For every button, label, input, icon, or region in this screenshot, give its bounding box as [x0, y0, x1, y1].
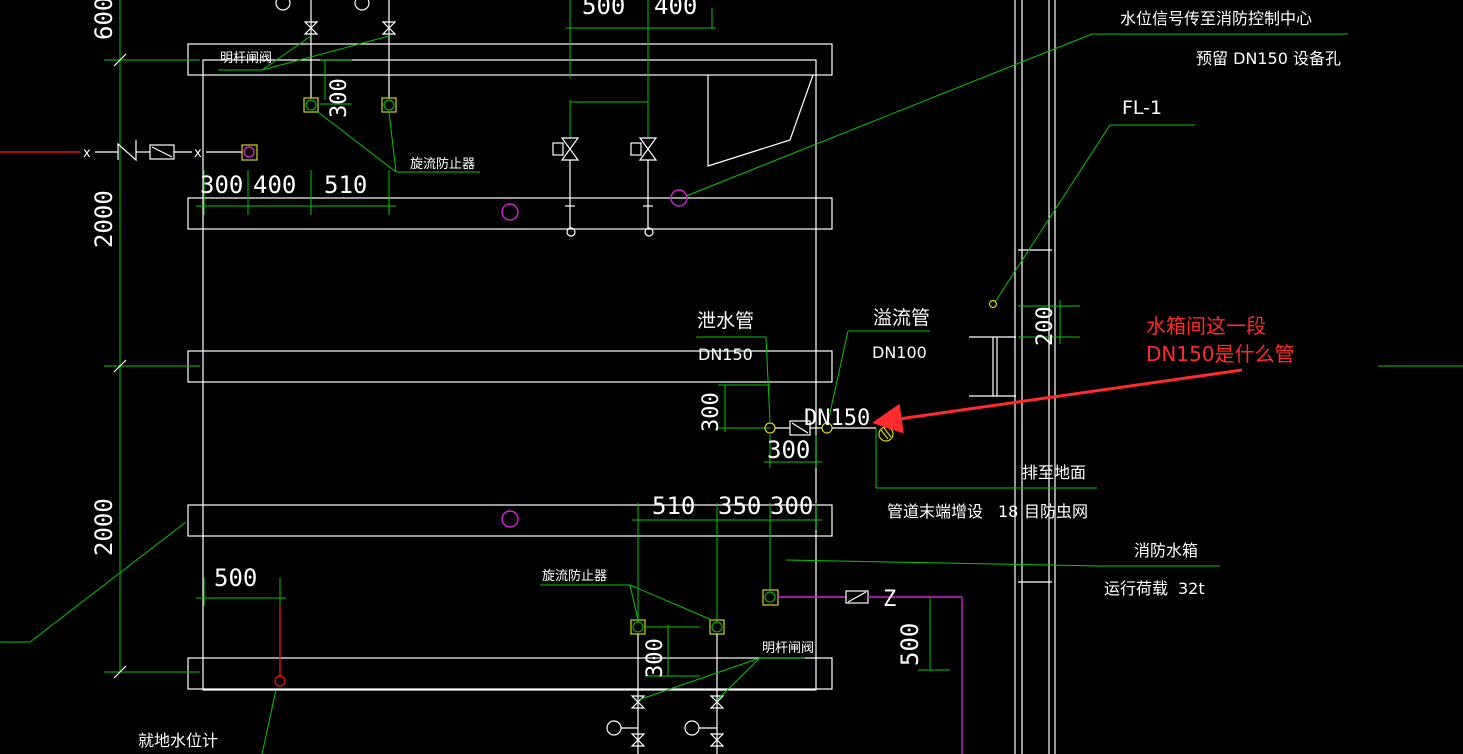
inlet-pipe: [0, 140, 258, 162]
dim-300-vert-bot: 300: [643, 638, 668, 678]
leader-vortex-preventer-bottom: [540, 584, 713, 621]
dim-600: 600: [90, 0, 118, 40]
dim-2000-bottom: 2000: [90, 498, 118, 556]
inlet-hole-2: [501, 510, 519, 528]
drain-pipe: [696, 336, 1097, 489]
label-vortex-preventer-bottom: 旋流防止器: [542, 568, 607, 584]
dim-300-mid: 300: [767, 436, 810, 464]
label-fire-tank: 消防水箱: [1134, 541, 1198, 560]
label-insect-net: 目防虫网: [1024, 502, 1088, 521]
dim-300-b: 300: [770, 492, 813, 520]
manhole-hatch: [707, 74, 814, 167]
dim-350: 350: [718, 492, 761, 520]
label-load-value: 32t: [1178, 579, 1205, 598]
dim-chain-top: [196, 170, 396, 215]
label-local-level-gauge: 就地水位计: [138, 731, 218, 750]
tank-beam-5: [187, 657, 833, 690]
valve-z: Z: [883, 587, 896, 612]
leader-vortex-preventer-top: [317, 111, 480, 173]
dim-chain-bottom: [632, 503, 822, 622]
level-control-valves: [552, 0, 716, 237]
dim-500-left: 500: [214, 564, 257, 592]
dim-200-lines: [1018, 300, 1080, 344]
insect-screen: [878, 426, 894, 442]
overflow-pipe: [827, 330, 930, 423]
tank-beam-4: [187, 504, 833, 537]
valve-x-right: x: [194, 146, 202, 161]
label-reserved-hole: 预留 DN150 设备孔: [1196, 49, 1341, 68]
i-beam: [969, 336, 1016, 397]
annotation-arrow: [872, 368, 1243, 434]
label-drain-size: DN150: [698, 345, 753, 364]
left-dimension-chain: [104, 0, 200, 679]
leader-fl1: [988, 124, 1195, 309]
local-level-gauge: [0, 521, 286, 754]
label-vortex-preventer-top: 旋流防止器: [410, 156, 475, 172]
label-water-level-signal: 水位信号传至消防控制中心: [1120, 9, 1312, 28]
dim-2000-top: 2000: [90, 190, 118, 248]
label-pipe-dn150: DN150: [804, 406, 870, 431]
label-stem-gate-valve-top: 明杆闸阀: [220, 51, 272, 66]
valve-x-left: x: [83, 146, 91, 161]
dim-300-vert-mid: 300: [699, 392, 724, 432]
dim-500-top: 500: [582, 0, 625, 20]
annotation-line-1: 水箱间这一段: [1146, 314, 1266, 338]
dim-300-a: 300: [200, 171, 243, 199]
label-drain-pipe: 泄水管: [697, 310, 754, 332]
label-fl1: FL-1: [1122, 97, 1162, 119]
label-pipe-end-net: 管道末端增设: [887, 502, 983, 521]
inlet-hole-1: [501, 203, 519, 221]
outlet-pipe-bottom: [762, 589, 963, 754]
building-column-lines: [1014, 0, 1056, 754]
dim-300-vert-top: 300: [327, 78, 352, 118]
label-mesh-18: 18: [998, 502, 1018, 521]
leader-stem-gate-valve-bottom: [637, 657, 805, 701]
top-outlet-valves: [275, 0, 397, 113]
label-stem-gate-valve-bottom: 明杆闸阀: [762, 641, 814, 656]
label-overflow-pipe: 溢流管: [873, 307, 930, 329]
label-discharge-ground: 排至地面: [1022, 463, 1086, 482]
fire-water-tank: [187, 43, 833, 691]
bottom-outlet-valves: [606, 619, 725, 754]
dim-200: 200: [1033, 306, 1058, 346]
dim-400-a: 400: [253, 171, 296, 199]
label-overflow-size: DN100: [872, 343, 927, 362]
leader-fire-tank: [785, 559, 1220, 567]
tank-beam-2: [187, 197, 833, 230]
dim-400-top: 400: [654, 0, 697, 20]
dim-510-b: 510: [652, 492, 695, 520]
leader-water-level-signal: [685, 33, 1348, 197]
dim-510-a: 510: [324, 171, 367, 199]
reserved-hole-dn150: [670, 189, 688, 207]
dim-500-vert-right: 500: [896, 623, 924, 666]
leader-stem-gate-valve-top: [218, 35, 390, 71]
label-operating-load: 运行荷载: [1104, 579, 1168, 598]
annotation-line-2: DN150是什么管: [1146, 342, 1295, 366]
